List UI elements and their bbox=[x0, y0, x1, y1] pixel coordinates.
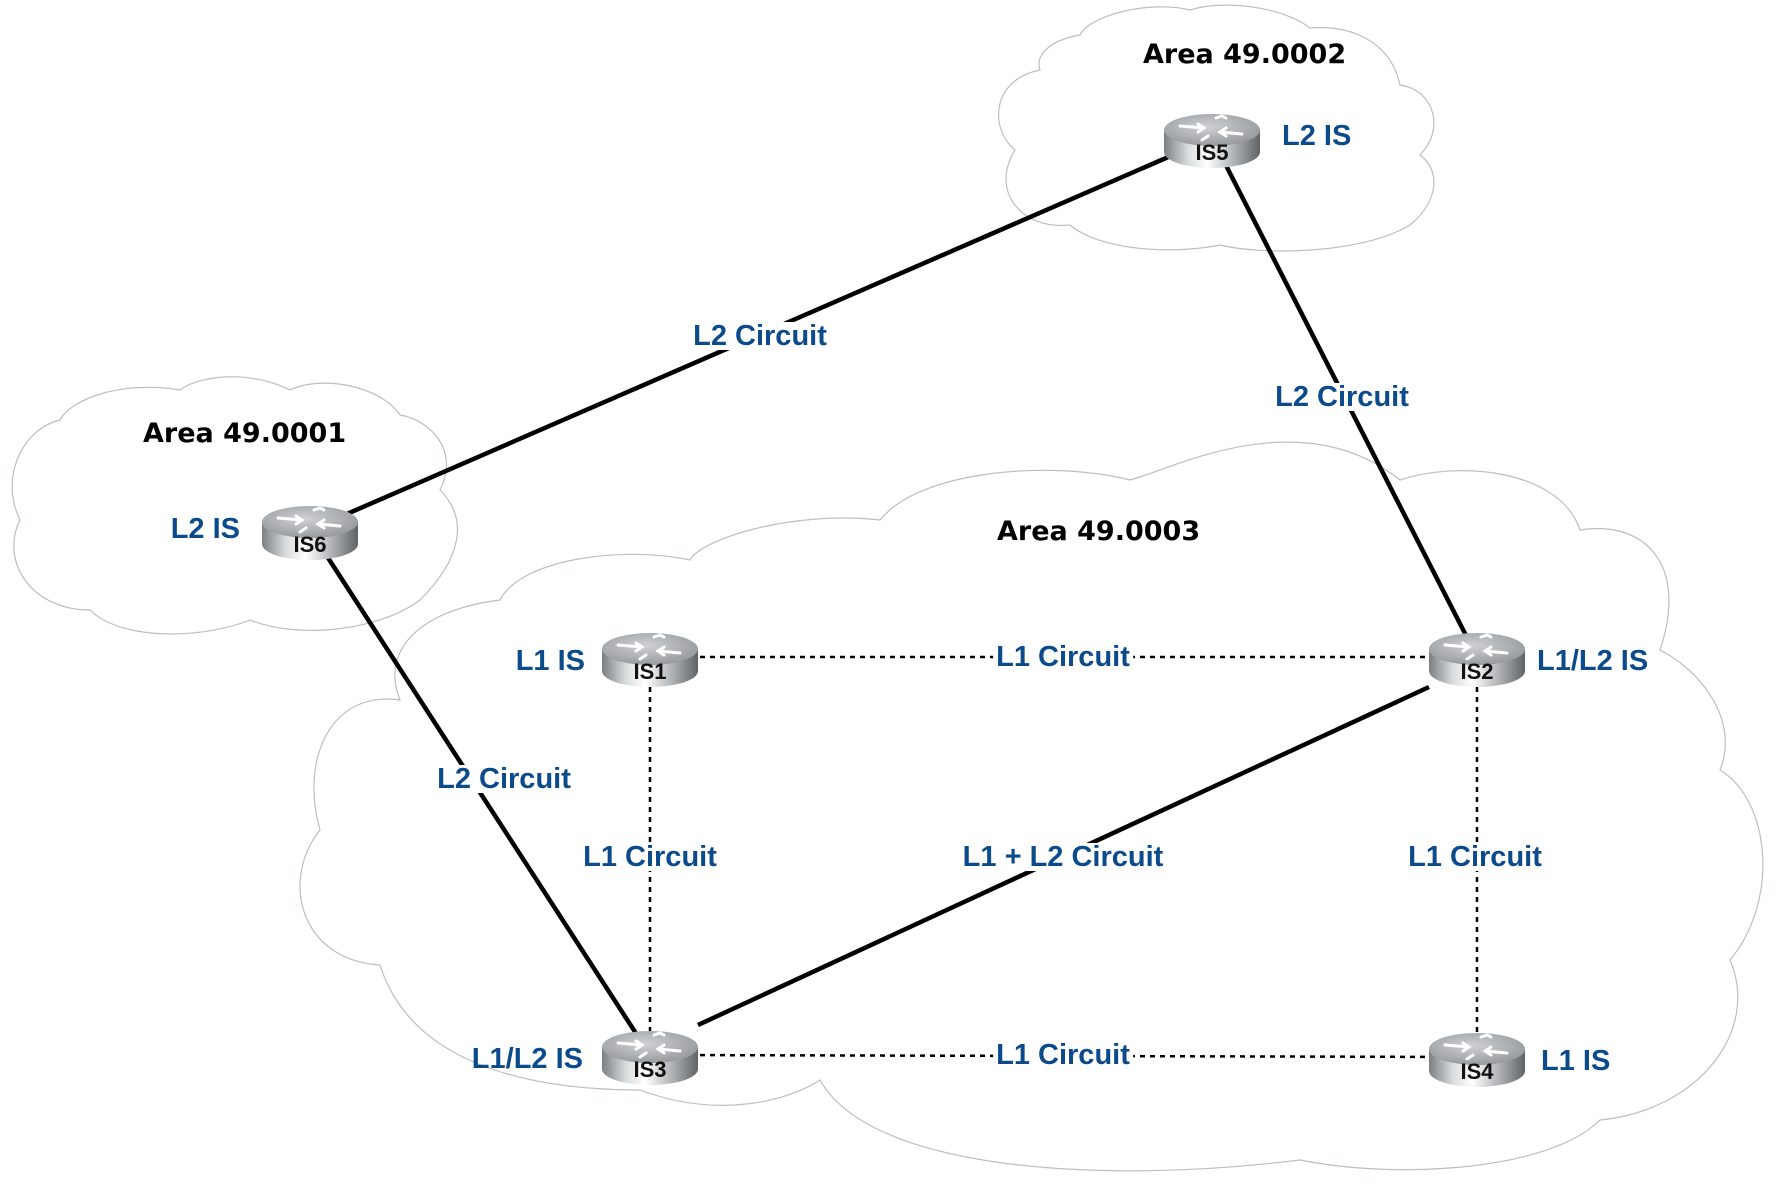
circuit-label: L1 + L2 Circuit bbox=[963, 841, 1164, 873]
router-name: IS6 bbox=[293, 532, 326, 557]
router-is6[interactable]: IS6 bbox=[260, 504, 360, 562]
circuit-label: L1 Circuit bbox=[996, 641, 1130, 673]
router-name: IS1 bbox=[633, 659, 666, 684]
router-is4[interactable]: IS4 bbox=[1427, 1031, 1527, 1089]
area-label-0002: Area 49.0002 bbox=[1143, 39, 1346, 70]
circuit-label-bg bbox=[959, 843, 1167, 871]
circuit-label: L2 Circuit bbox=[437, 763, 571, 795]
router-name: IS3 bbox=[633, 1057, 666, 1082]
router-role-label: L1/L2 IS bbox=[472, 1043, 583, 1075]
circuit-label-bg bbox=[1272, 383, 1413, 411]
router-role-label: L1 IS bbox=[516, 645, 585, 677]
circuit-label-bg bbox=[993, 643, 1134, 671]
circuit-label-bg bbox=[580, 843, 721, 871]
router-is3[interactable]: IS3 bbox=[600, 1029, 700, 1087]
area-cloud-0003 bbox=[299, 441, 1764, 1172]
router-is5[interactable]: IS5 bbox=[1162, 112, 1262, 170]
router-role-label: L2 IS bbox=[171, 513, 240, 545]
area-label-0003: Area 49.0003 bbox=[997, 516, 1200, 547]
router-is2[interactable]: IS2 bbox=[1427, 631, 1527, 689]
circuit-label-bg bbox=[1405, 843, 1546, 871]
router-role-label: L2 IS bbox=[1282, 120, 1351, 152]
router-name: IS4 bbox=[1460, 1059, 1494, 1084]
area-cloud-0001 bbox=[11, 376, 458, 635]
circuit-label-bg bbox=[434, 765, 575, 793]
router-name: IS5 bbox=[1195, 140, 1228, 165]
circuit-label-bg bbox=[690, 322, 831, 350]
circuit-label: L1 Circuit bbox=[996, 1039, 1130, 1071]
circuit-label: L2 Circuit bbox=[1275, 381, 1409, 413]
router-name: IS2 bbox=[1460, 659, 1493, 684]
area-label-0001: Area 49.0001 bbox=[143, 418, 346, 449]
circuit-label: L1 Circuit bbox=[583, 841, 717, 873]
circuit-label-bg bbox=[993, 1041, 1134, 1069]
circuit-label: L2 Circuit bbox=[693, 320, 827, 352]
circuit-label: L1 Circuit bbox=[1408, 841, 1542, 873]
router-role-label: L1/L2 IS bbox=[1537, 645, 1648, 677]
router-is1[interactable]: IS1 bbox=[600, 631, 700, 689]
router-role-label: L1 IS bbox=[1541, 1045, 1610, 1077]
link-labels: L2 Circuit L2 Circuit L2 Circuit L1 Circuit… bbox=[434, 320, 1546, 1071]
